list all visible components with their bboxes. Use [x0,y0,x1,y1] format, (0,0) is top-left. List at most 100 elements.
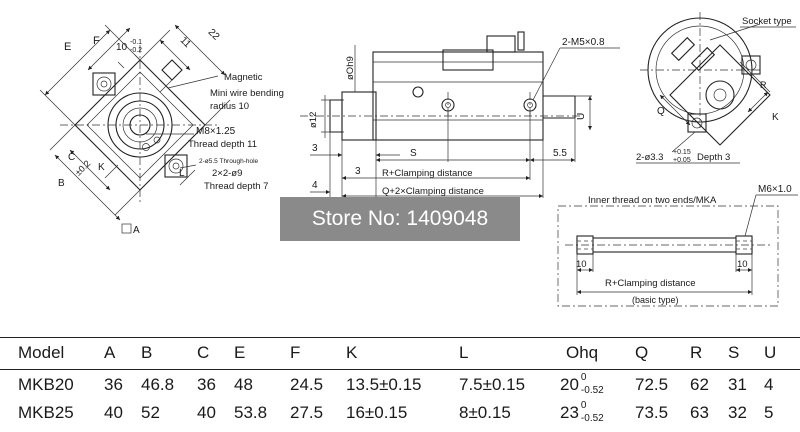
rod-10-left: 10 [576,259,587,270]
front-view [39,24,231,234]
col-e: E [234,343,246,362]
dim-q: Q [657,106,665,117]
table-rule-mid [0,369,800,370]
rod-detail [557,194,798,307]
side-view [300,31,620,199]
callout-through: 2-ø5.5 Through-hole [199,158,259,165]
cell-c: 36 [197,375,216,394]
end-view-labels: Socket type Q K R 2-ø3.3 +0.15 +0.05 Dep… [636,16,796,164]
dim-s: S [410,148,417,159]
cell-r: 62 [690,375,709,394]
callout-socket: Socket type [742,16,792,27]
cell-ohq-tolerance: 0 -0.52 [579,371,613,399]
rod-r-clamp: R+Clamping distance [605,278,696,289]
col-l: L [459,343,469,362]
col-s: S [728,343,740,362]
spec-table: Model A B C E F K L Ohq Q R S U MKB20 36… [0,337,800,432]
cell-q: 72.5 [635,375,669,394]
cell-ohq-lower: -0.52 [580,385,604,396]
dim-c-tol: ±0.2 [73,158,92,177]
dim-10-up: -0.1 [130,39,142,46]
rod-basic: (basic type) [632,295,679,305]
dim-k-end: K [772,112,779,123]
col-f: F [290,343,301,362]
dim-22: 22 [206,27,222,43]
dim-a: A [133,225,140,236]
dim-10: 10 [116,42,128,53]
rod-10-right: 10 [737,259,748,270]
cell-ohq-upper: 0 [580,400,587,411]
table-row: MKB25 40 52 40 53.8 27.5 16±0.15 8±0.15 … [0,399,800,427]
callout-m8: M8×1.25 [196,126,236,137]
cell-l: 7.5±0.15 [459,375,526,394]
col-r: R [690,343,703,362]
dim-f: F [93,35,100,47]
dim-10-dn: -0.2 [130,47,142,54]
front-view-labels: E F 10 -0.1 -0.2 11 22 C ±0.2 B K L A Ma… [58,27,284,236]
cell-f: 27.5 [290,403,324,422]
cell-b: 46.8 [141,375,175,394]
dim-4: 4 [312,180,318,191]
cell-u: 4 [764,375,774,394]
cell-q: 73.5 [635,403,669,422]
col-b: B [141,343,153,362]
dim-r-clamp: R+Clamping distance [382,168,473,179]
side-view-labels: øOh9 ø12 3 S 5.5 3 4 U 2-M5×0.8 R+Clampi… [308,37,605,197]
cell-ohq-upper: 0 [580,372,587,383]
dim-u: U [576,113,587,120]
rod-m6: M6×1.0 [758,184,792,195]
rod-detail-labels: Inner thread on two ends/MKA M6×1.0 10 1… [576,184,792,305]
callout-bend-1: Mini wire bending [210,88,284,99]
callout-depth3: Depth 3 [697,152,730,163]
table-rule-top [0,337,800,338]
callout-bend-2: radius 10 [210,101,249,112]
cell-b: 52 [141,403,160,422]
dim-o12: ø12 [308,112,319,128]
cell-e: 53.8 [234,403,268,422]
cell-model: MKB20 [18,375,74,394]
callout-hole: 2-ø3.3 [636,152,663,163]
callout-depth7: Thread depth 7 [204,181,268,192]
dim-e: E [64,41,71,53]
callout-m5: 2-M5×0.8 [562,37,605,48]
dim-b: B [58,178,65,189]
table-header-row: Model A B C E F K L Ohq Q R S U [0,339,800,367]
dim-ohq: øOh9 [345,56,356,80]
dim-r-end: R [760,80,767,90]
cell-c: 40 [197,403,216,422]
col-q: Q [635,343,649,362]
callout-depth11: Thread depth 11 [188,139,257,150]
callout-cbore: 2×2-ø9 [212,168,242,179]
cell-f: 24.5 [290,375,324,394]
cell-ohq-tolerance: 0 -0.52 [579,399,613,427]
cell-l: 8±0.15 [459,403,511,422]
dim-q-clamp: Q+2×Clamping distance [382,186,484,197]
callout-hole-up: +0.15 [673,149,691,156]
rod-inner-thread: Inner thread on two ends/MKA [588,195,717,206]
dim-l: L [179,168,185,179]
cell-e: 48 [234,375,253,394]
store-banner: Store No: 1409048 [280,197,520,241]
dim-3-left: 3 [312,143,318,154]
cell-ohq-base: 23 [560,403,579,422]
cell-s: 32 [728,403,747,422]
cell-s: 31 [728,375,747,394]
dim-3-bottom: 3 [355,166,361,177]
col-ohq: Ohq [566,343,599,362]
callout-hole-dn: +0.05 [673,157,691,164]
table-row: MKB20 36 46.8 36 48 24.5 13.5±0.15 7.5±0… [0,371,800,399]
cell-k: 13.5±0.15 [346,375,422,394]
cell-k: 16±0.15 [346,403,408,422]
cell-ohq-lower: -0.52 [580,413,604,424]
cell-ohq-base: 20 [560,375,579,394]
cell-a: 36 [104,375,123,394]
cell-model: MKB25 [18,403,74,422]
col-u: U [764,343,777,362]
callout-magnetic: Magnetic [224,72,263,83]
col-k: K [346,343,358,362]
cell-a: 40 [104,403,123,422]
dim-11: 11 [178,35,193,50]
technical-drawing: E F 10 -0.1 -0.2 11 22 C ±0.2 B K L A Ma… [39,12,798,307]
